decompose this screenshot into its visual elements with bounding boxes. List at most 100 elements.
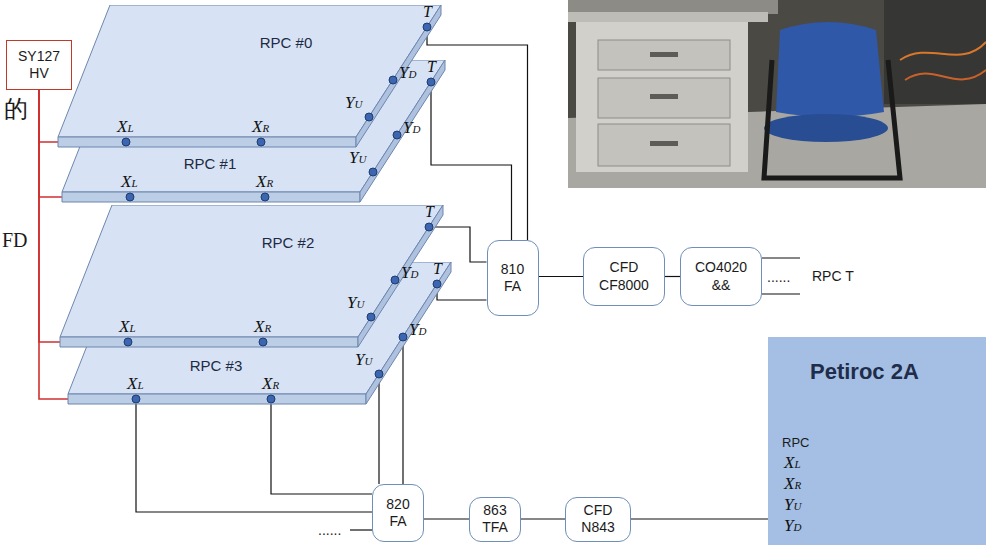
signal-name: XL — [127, 374, 144, 395]
text-anchor: RPC #2 — [288, 234, 341, 252]
box-label: CFD CF8000 — [594, 259, 654, 294]
signal-name: YU — [347, 293, 364, 314]
plate-side — [360, 60, 445, 202]
photo-chair-seat — [764, 114, 888, 142]
box-text-stack: SY127 HV — [14, 48, 64, 83]
rpc-plate: RPC #0 — [56, 5, 446, 150]
plate-name: RPC #2 — [262, 234, 315, 252]
text-anchor: YU — [349, 148, 366, 169]
signal-name: YU — [345, 93, 362, 114]
text-anchor: XL — [119, 317, 136, 338]
photo-rack — [884, 0, 986, 104]
text-anchor: XR — [252, 117, 269, 138]
text-anchor: YU — [355, 350, 372, 371]
signal-cable — [136, 399, 372, 512]
photo-wall — [568, 0, 778, 14]
text-anchor: Petiroc 2A — [810, 359, 919, 385]
photo-cabinet — [576, 22, 748, 172]
signal-name: XR — [256, 172, 273, 193]
photo-desk-top — [568, 12, 768, 22]
text-anchor: XR — [256, 172, 273, 193]
rpc-plate-drawing — [58, 205, 448, 350]
text-anchor: XL — [117, 117, 134, 138]
text-anchor: FD — [2, 228, 28, 252]
cut-text: 的 — [4, 95, 28, 123]
readout-dot — [389, 76, 397, 84]
readout-dot — [391, 276, 399, 284]
signal-name: T — [427, 58, 436, 76]
text-anchor: 的 — [4, 95, 28, 123]
readout-dot — [124, 338, 132, 346]
text-anchor: XR — [262, 374, 279, 395]
signal-name: RPC — [782, 434, 809, 452]
text-anchor: YU — [347, 293, 364, 314]
hv-cable — [39, 90, 60, 342]
readout-dot — [257, 138, 265, 146]
box-label: SY127 HV — [14, 48, 64, 83]
text-anchor: ...... — [318, 521, 341, 539]
text-anchor: YD — [399, 63, 416, 84]
text-anchor: T — [425, 203, 434, 221]
readout-dot — [399, 333, 407, 341]
signal-name: YU — [784, 495, 801, 516]
signal-name: XR — [262, 374, 279, 395]
signal-cable — [378, 374, 379, 484]
box-text-stack: CO4020 && — [691, 259, 751, 294]
rpc-plate-drawing — [56, 5, 446, 150]
box-label: 863 TFA — [476, 502, 514, 537]
signal-name: YD — [399, 63, 416, 84]
text-anchor: ...... — [767, 268, 790, 286]
signal-cable — [424, 518, 469, 519]
amplifier-box: 810 FA — [487, 240, 539, 316]
text-anchor: XR — [254, 317, 271, 338]
readout-dot — [375, 370, 383, 378]
signal-cable — [665, 276, 680, 277]
signal-cable — [521, 518, 565, 519]
photo-handle — [650, 141, 678, 146]
text-anchor: XR — [784, 474, 801, 495]
signal-name: XL — [117, 117, 134, 138]
signal-cable — [431, 82, 512, 240]
readout-dot — [423, 23, 431, 31]
signal-name: YD — [409, 320, 426, 341]
ellipsis: ...... — [318, 522, 341, 538]
input-wire — [350, 529, 372, 530]
text-anchor: RPC #0 — [286, 34, 339, 52]
plate-name: RPC #3 — [190, 357, 243, 375]
photo-ground — [568, 0, 986, 188]
signal-cable — [437, 284, 487, 300]
signal-name: XL — [121, 172, 138, 193]
discriminator-box: CFD N843 — [565, 497, 631, 542]
signal-cable — [402, 337, 403, 484]
plate-front — [60, 337, 358, 347]
ellipsis: ...... — [767, 269, 790, 285]
text-anchor: RPC #1 — [210, 155, 263, 173]
plate-front — [62, 192, 360, 202]
plate-name: RPC #0 — [260, 34, 313, 52]
box-text-stack: 863 TFA — [476, 502, 514, 537]
text-anchor: YD — [401, 263, 418, 284]
box-label: CO4020 && — [691, 259, 751, 294]
chip-panel: Petiroc 2ARPCXLXRYUYD — [768, 337, 986, 545]
signal-name: YD — [784, 516, 801, 537]
text-anchor: RPC — [782, 433, 809, 452]
power-supply-box: SY127 HV — [6, 40, 72, 90]
readout-dot — [126, 193, 134, 201]
text-anchor: XL — [121, 172, 138, 193]
photo-handle — [650, 52, 678, 57]
readout-dot — [261, 193, 269, 201]
plate-side — [366, 262, 451, 404]
readout-dot — [393, 131, 401, 139]
photo-chair-frame — [764, 60, 900, 178]
readout-dot — [425, 223, 433, 231]
text-anchor: RPC T — [812, 267, 854, 285]
signal-name: YD — [401, 263, 418, 284]
chip-name: Petiroc 2A — [810, 359, 919, 385]
rpc-plate: RPC #2 — [58, 205, 448, 350]
cut-text: FD — [2, 228, 28, 252]
photo-drawer — [598, 78, 730, 118]
output-wire — [762, 257, 800, 258]
output-wire — [762, 293, 800, 294]
signal-cable — [539, 276, 584, 277]
